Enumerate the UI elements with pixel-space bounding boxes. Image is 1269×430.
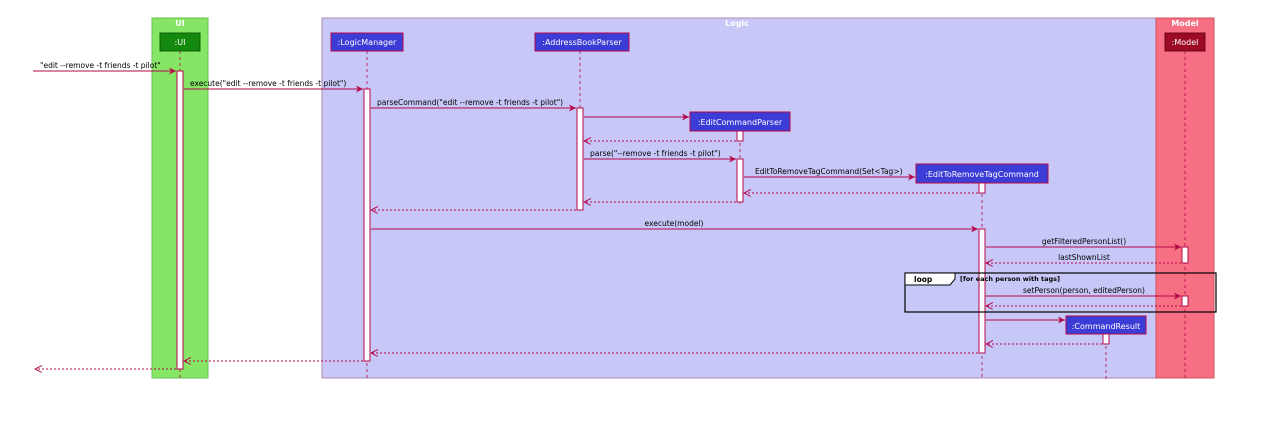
participant-logic-manager: :LogicManager [330,32,404,52]
msg-execute-model: execute(model) [645,219,704,228]
msg-last-shown-list: lastShownList [1058,253,1110,262]
logic-box-title: Logic [725,19,749,28]
participant-ui: :UI [159,32,201,52]
participant-command-result-label: :CommandResult [1072,322,1141,331]
msg-get-filtered-person-list: getFilteredPersonList() [1042,237,1126,246]
participant-model: :Model [1164,32,1206,52]
edit-command-parser-activation-2 [736,158,744,203]
msg-parse: parse("--remove -t friends -t pilot") [590,149,721,158]
edit-command-parser-activation-1 [736,130,744,142]
model-box-title: Model [1171,19,1199,28]
logic-manager-activation [363,88,371,362]
model-activation-2 [1181,295,1189,307]
msg-create-command: EditToRemoveTagCommand(Set<Tag>) [755,167,903,176]
participant-edit-to-remove-tag-command-label: :EditToRemoveTagCommand [925,170,1039,179]
message-arrows [33,67,1181,369]
msg-execute-command: execute("edit --remove -t friends -t pil… [190,79,346,88]
ui-box-title: UI [175,19,184,28]
loop-fragment: loop [for each person with tags] [904,272,1217,313]
loop-keyword: loop [914,275,933,284]
ui-activation [176,70,184,370]
model-activation-1 [1181,246,1189,264]
address-book-parser-activation [576,107,584,211]
edit-to-remove-tag-command-activation-1 [978,182,986,194]
participant-edit-to-remove-tag-command: :EditToRemoveTagCommand [915,163,1049,184]
edit-to-remove-tag-command-activation-2 [978,228,986,354]
participant-model-label: :Model [1172,38,1199,47]
participant-ui-label: :UI [175,38,186,47]
participant-address-book-parser: :AddressBookParser [534,32,630,52]
participant-edit-command-parser-label: :EditCommandParser [698,118,783,127]
command-result-activation [1102,333,1110,345]
loop-guard: [for each person with tags] [960,275,1060,283]
msg-user-input: "edit --remove -t friends -t pilot" [40,61,161,70]
participant-logic-manager-label: :LogicManager [338,38,397,47]
msg-set-person: setPerson(person, editedPerson) [1023,286,1145,295]
participant-edit-command-parser: :EditCommandParser [689,111,791,132]
msg-parse-command: parseCommand("edit --remove -t friends -… [377,98,563,107]
participant-address-book-parser-label: :AddressBookParser [542,38,622,47]
activations [176,70,1189,370]
message-labels: "edit --remove -t friends -t pilot" exec… [40,61,1145,295]
participant-command-result: :CommandResult [1065,315,1147,335]
